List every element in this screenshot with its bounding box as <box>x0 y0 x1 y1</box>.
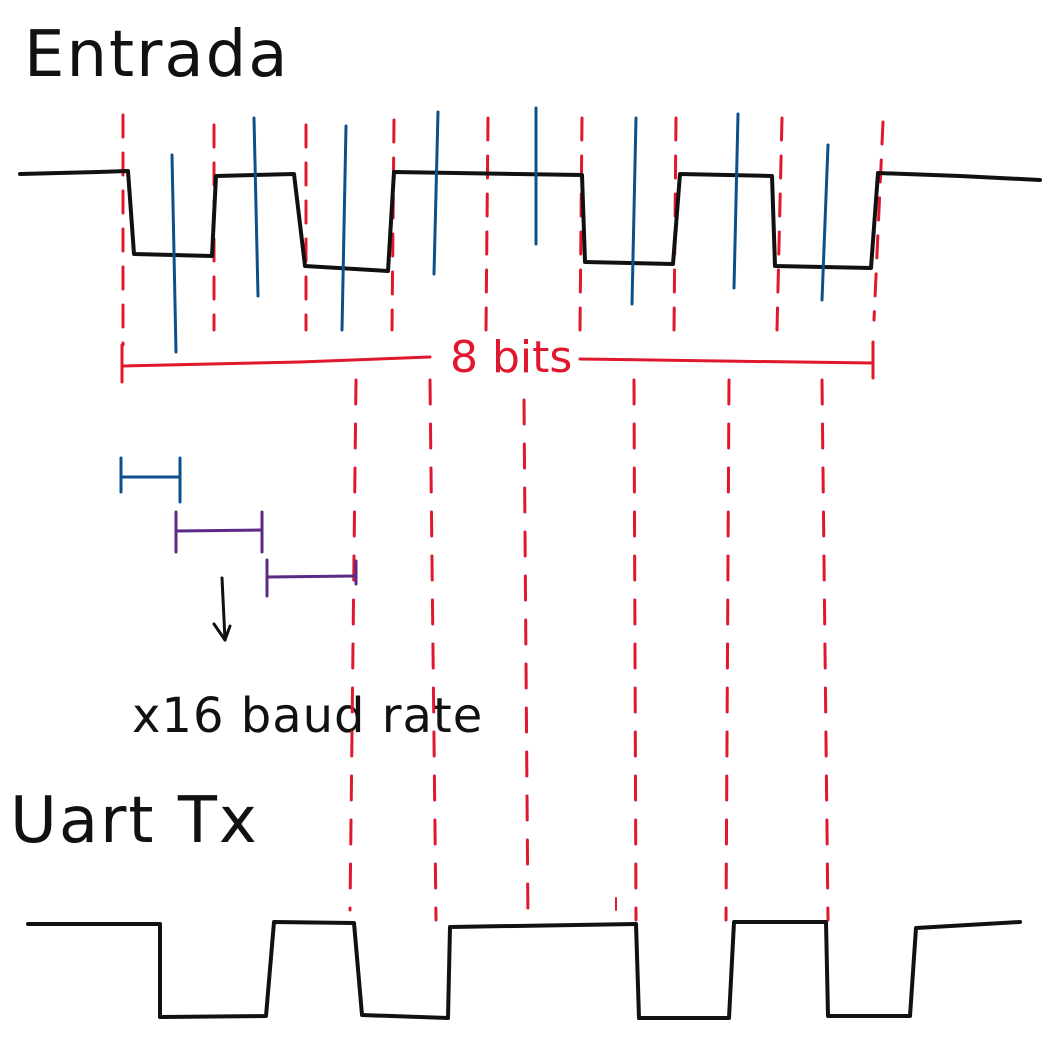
bracket-right-line <box>578 357 874 365</box>
sample-line-6 <box>630 116 638 306</box>
bit-boundary-8 <box>775 116 784 332</box>
output-waveform <box>26 920 1022 1020</box>
input-waveform <box>18 169 1042 273</box>
eight-bits-label: 8 bits <box>450 332 572 383</box>
bit-intervals <box>174 510 358 598</box>
sample-line-8 <box>820 143 830 302</box>
sample-line-4 <box>432 110 440 276</box>
projection-line-5 <box>724 378 731 922</box>
sample-lines <box>170 106 830 354</box>
projection-line-2 <box>428 378 438 922</box>
projection-line-4 <box>632 378 638 922</box>
sample-line-7 <box>732 112 740 290</box>
sample-line-1 <box>170 153 178 354</box>
projection-line-3 <box>522 398 530 927</box>
bit-interval-2-line <box>265 574 358 579</box>
arrow-head <box>212 622 232 642</box>
eight-bits-bracket <box>120 340 875 384</box>
down-arrow-icon <box>212 576 232 642</box>
sample-interval <box>119 456 182 504</box>
output-signal-title: Uart Tx <box>10 784 259 858</box>
projection-line-1 <box>348 378 358 912</box>
projection-line-6 <box>820 378 830 922</box>
arrow-shaft <box>220 576 227 642</box>
bit-boundary-5 <box>484 116 490 332</box>
sample-line-2 <box>252 116 260 298</box>
bit-boundary-9 <box>872 120 885 322</box>
sample-line-3 <box>340 124 348 332</box>
bit-boundary-lines <box>121 113 885 347</box>
bracket-left-line <box>120 355 432 368</box>
baud-rate-label: x16 baud rate <box>132 688 483 744</box>
sample-projection-lines <box>348 378 830 927</box>
bit-boundary-4 <box>390 118 396 332</box>
bit-interval-1-line <box>174 528 264 533</box>
input-signal-title: Entrada <box>24 18 289 92</box>
